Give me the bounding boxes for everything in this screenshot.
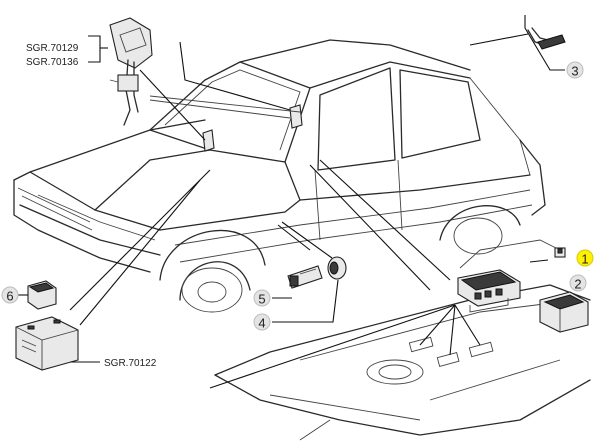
callout-4-circle <box>253 313 271 331</box>
callout-2-number: 2 <box>574 277 581 292</box>
callout-5[interactable]: 5 <box>253 289 271 307</box>
part-6-relay <box>27 280 57 310</box>
leader-lines <box>18 15 565 389</box>
callout-4-number: 4 <box>258 316 265 331</box>
part-3-hose <box>527 27 566 50</box>
ref-label-70122: SGR.70122 <box>104 358 157 369</box>
reference-labels: SGR.70129 SGR.70136 SGR.70122 <box>26 43 157 369</box>
part-1-clip <box>554 247 566 258</box>
console-outline <box>214 239 591 441</box>
ref-label-70129: SGR.70129 <box>26 43 79 54</box>
part-4-lamp <box>327 256 347 280</box>
callout-3-circle <box>566 61 584 79</box>
callout-6-circle <box>1 286 19 304</box>
callout-5-number: 5 <box>258 292 265 307</box>
callout-3[interactable]: 3 <box>566 61 584 79</box>
callout-1[interactable]: 1 <box>576 249 594 267</box>
callout-5-circle <box>253 289 271 307</box>
part-1-window-switch <box>457 269 521 313</box>
part-5-indicator <box>287 265 323 289</box>
callout-2[interactable]: 2 <box>569 274 587 292</box>
callout-6-number: 6 <box>6 289 13 304</box>
callout-6[interactable]: 6 <box>1 286 19 304</box>
mirror-brackets <box>149 95 303 152</box>
car-body-outline <box>13 39 546 313</box>
part-2-switch <box>539 291 589 333</box>
callout-3-number: 3 <box>571 64 578 79</box>
ref-label-70136: SGR.70136 <box>26 57 79 68</box>
callout-1-number: 1 <box>581 252 588 267</box>
callout-1-circle <box>576 249 594 267</box>
battery <box>15 316 79 371</box>
callout-2-circle <box>569 274 587 292</box>
wiper-motor <box>109 17 153 126</box>
callout-4[interactable]: 4 <box>253 313 271 331</box>
